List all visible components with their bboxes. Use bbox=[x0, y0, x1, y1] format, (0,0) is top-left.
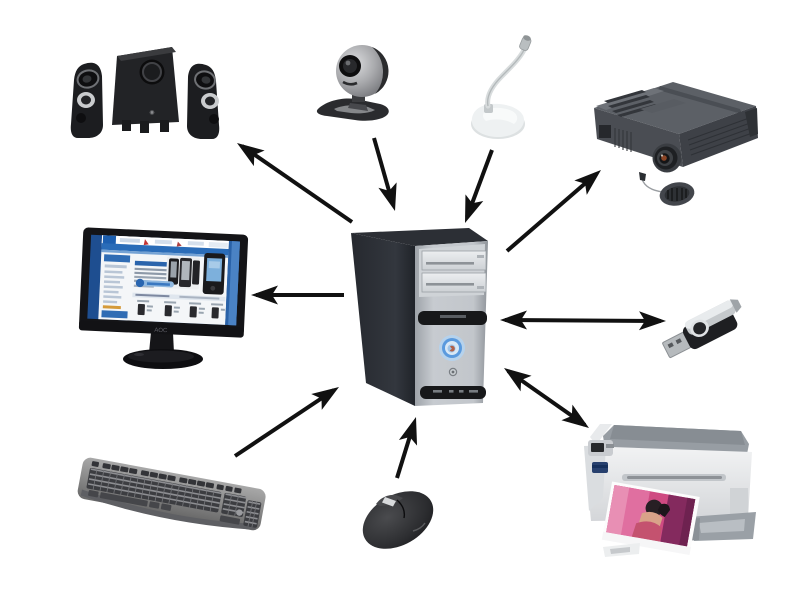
svg-text:AOC: AOC bbox=[154, 328, 168, 335]
svg-text:◉: ◉ bbox=[149, 110, 154, 116]
